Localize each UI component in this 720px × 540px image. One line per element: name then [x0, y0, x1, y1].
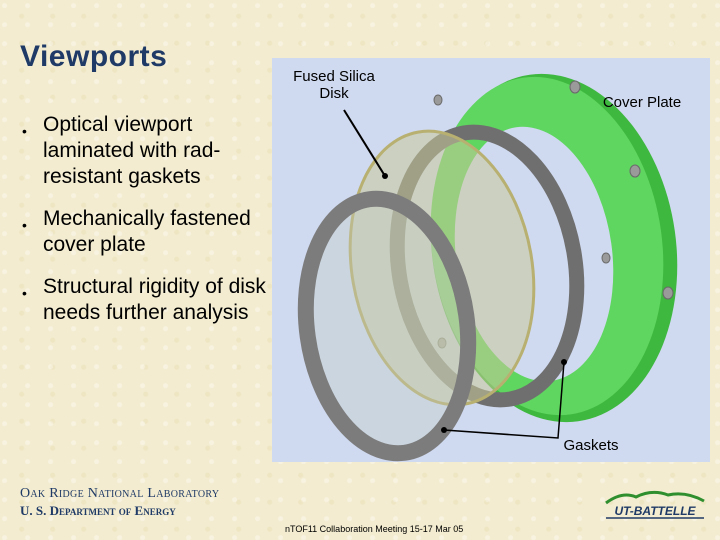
viewport-exploded-figure: Fused Silica Disk Cover Plate Gaskets — [272, 58, 710, 462]
bolt-icon — [601, 252, 611, 264]
logo-text: UT-BATTELLE — [614, 504, 696, 518]
bullet-icon: • — [22, 123, 27, 139]
bullet-icon: • — [22, 285, 27, 301]
gaskets-leader-dot — [561, 359, 567, 365]
gaskets-leader-line — [443, 361, 565, 439]
bullet-item: • Mechanically fastened cover plate — [22, 206, 272, 258]
footer-meeting-info: nTOF11 Collaboration Meeting 15-17 Mar 0… — [285, 524, 464, 534]
footer-doe-name: U. S. Department of Energy — [20, 503, 176, 518]
footer-lab-name: Oak Ridge National Laboratory — [20, 486, 220, 501]
bolt-icon — [569, 80, 581, 94]
mountain-icon — [605, 490, 705, 519]
viewport-illustration — [297, 73, 678, 462]
bullet-text: Mechanically fastened cover plate — [43, 207, 251, 256]
bullet-icon: • — [22, 217, 27, 233]
bullet-item: • Structural rigidity of disk needs furth… — [22, 274, 272, 326]
bolt-icon — [629, 164, 641, 178]
gaskets-label: Gaskets — [563, 437, 619, 454]
bullet-text: Structural rigidity of disk needs furthe… — [43, 275, 266, 324]
fused-silica-disk-label: Fused Silica Disk — [293, 68, 375, 102]
slide-title: Viewports — [20, 40, 168, 73]
bullet-item: • Optical viewport laminated with rad-res… — [22, 112, 272, 190]
bullet-text: Optical viewport laminated with rad-resi… — [43, 113, 221, 188]
disk-leader-dot — [382, 173, 388, 179]
ut-battelle-logo: UT-BATTELLE — [602, 487, 708, 521]
bolt-icon — [433, 94, 443, 106]
disk-leader-line — [343, 109, 386, 177]
bolt-icon — [662, 286, 674, 300]
gaskets-leader-dot — [441, 427, 447, 433]
cover-plate-label: Cover Plate — [602, 94, 682, 111]
front-gasket — [297, 190, 477, 462]
bullet-list: • Optical viewport laminated with rad-res… — [22, 112, 272, 342]
